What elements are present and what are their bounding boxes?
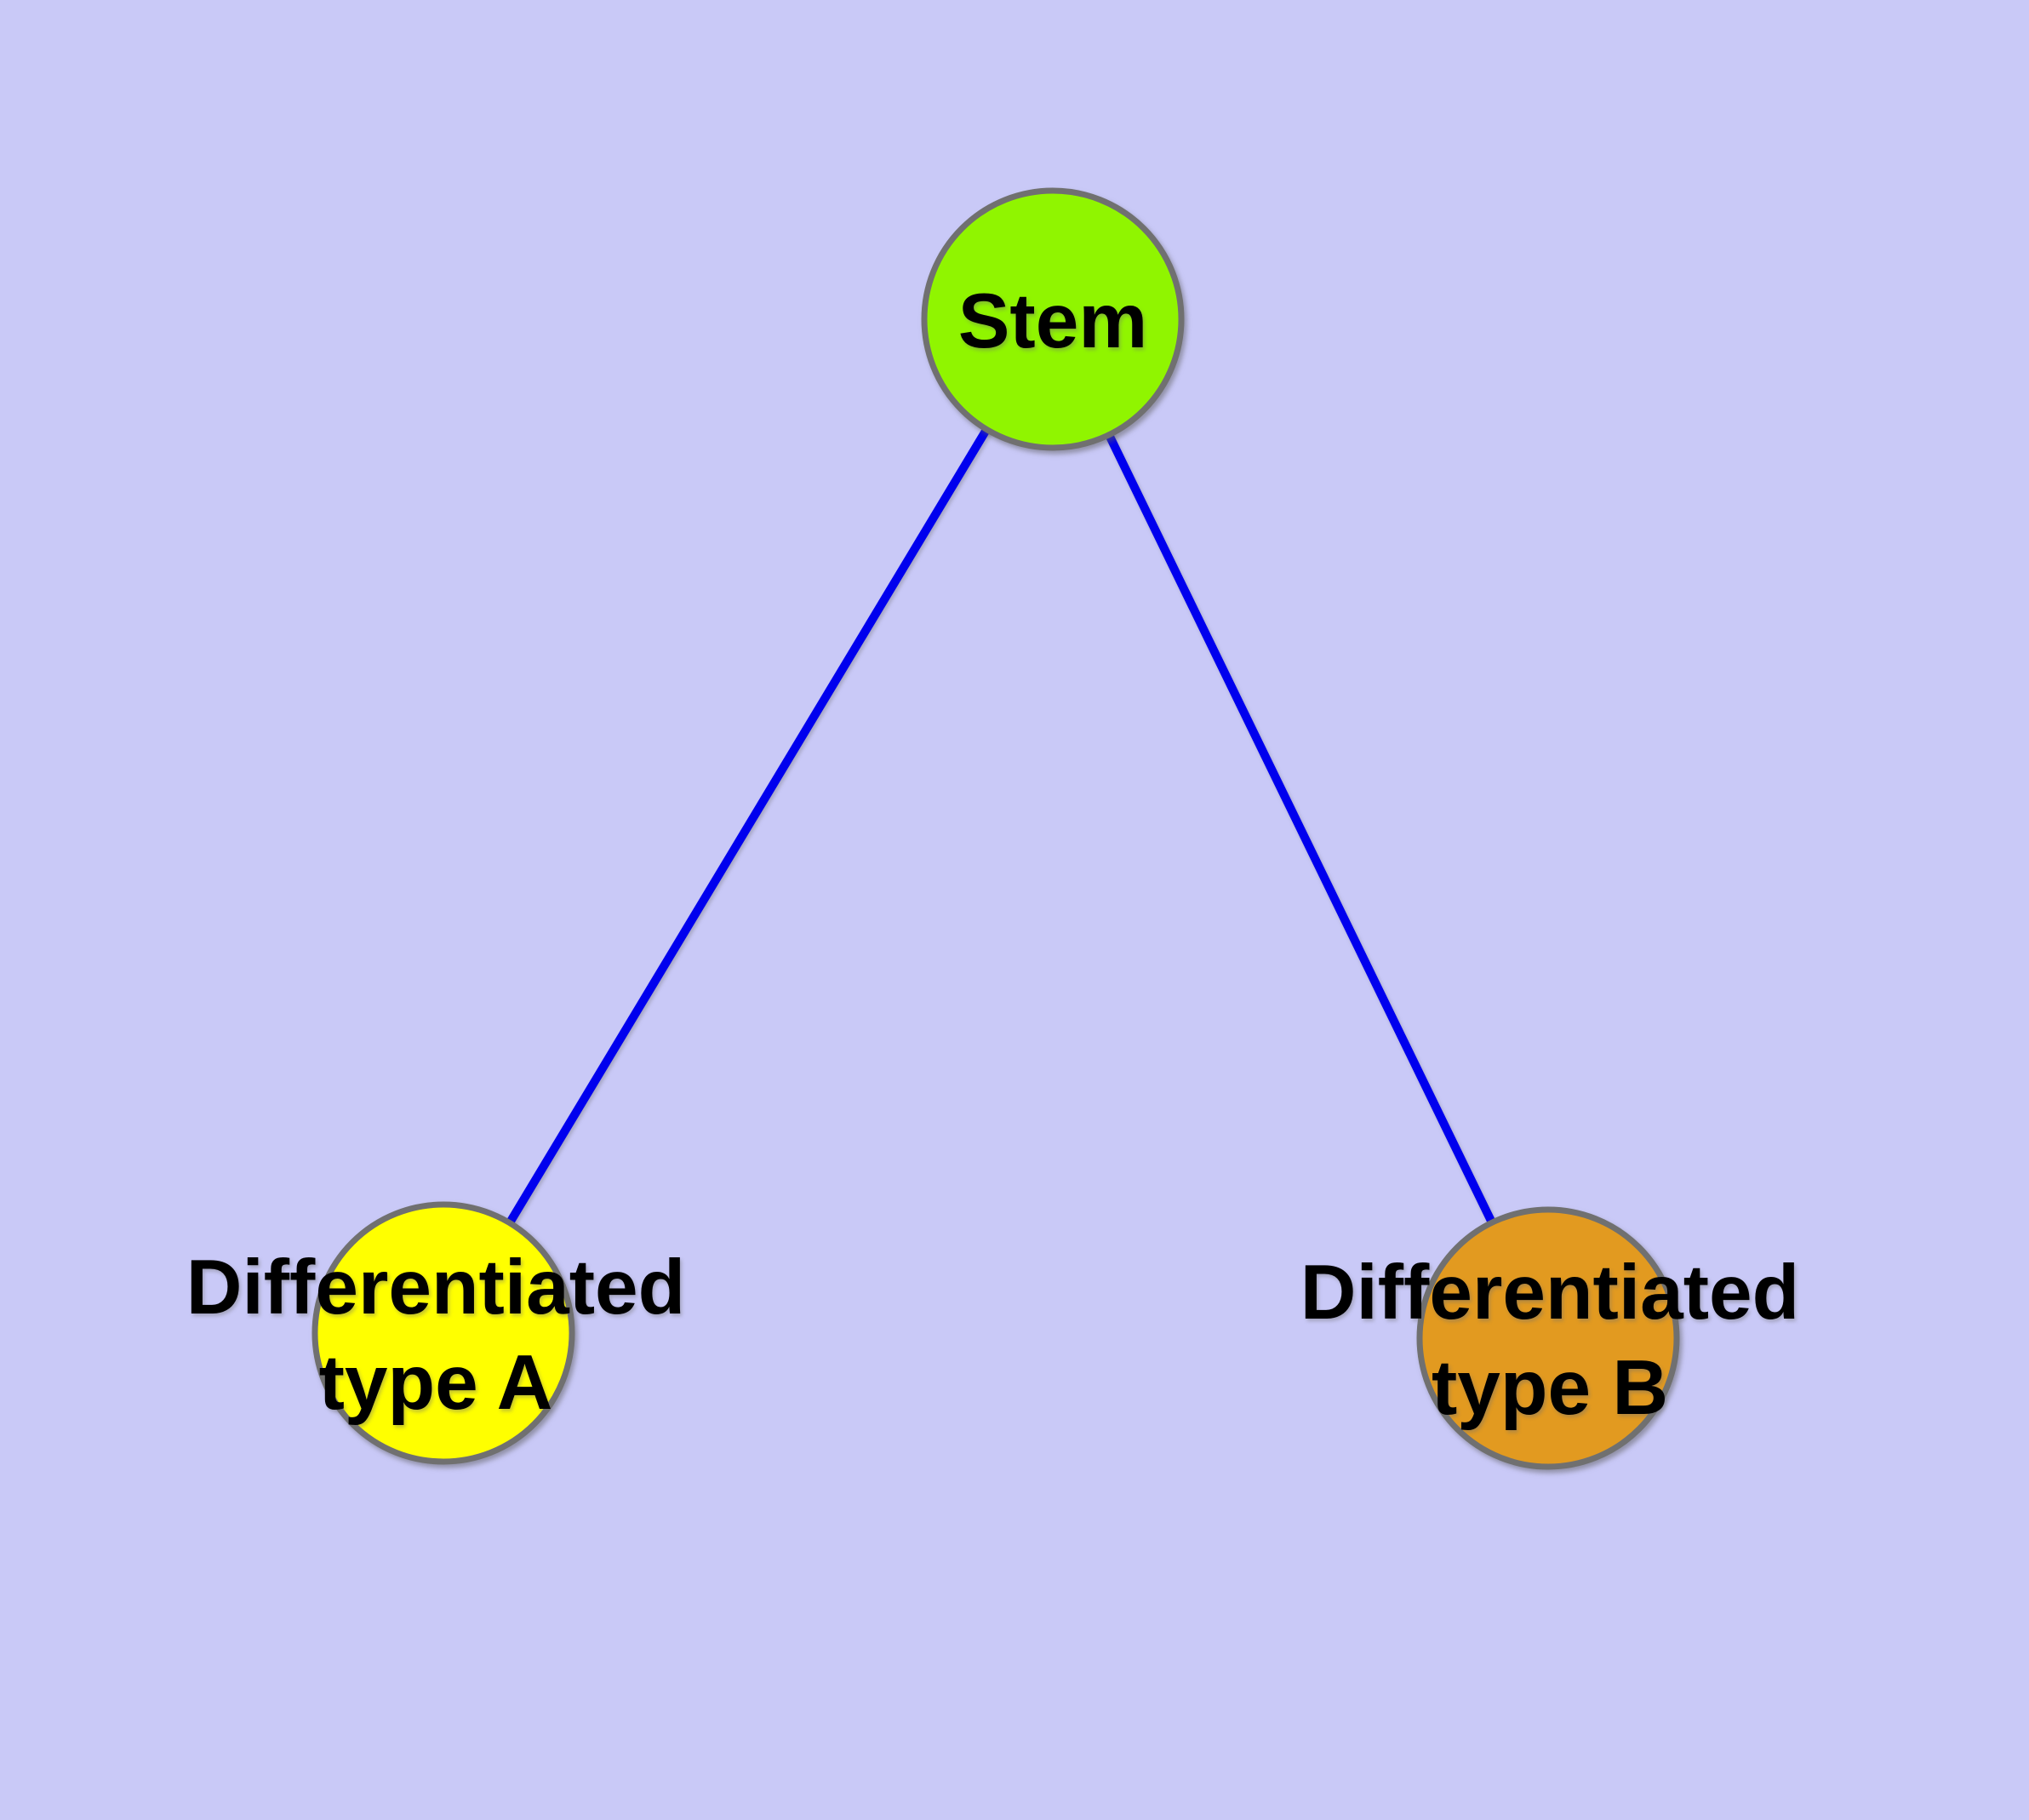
node-differentiated-type-a-circle	[311, 1201, 575, 1465]
node-differentiated-type-b-label-line1: Differentiated	[1300, 1250, 1800, 1336]
node-differentiated-type-b-circle	[1416, 1206, 1680, 1470]
node-differentiated-type-a-label-line1: Differentiated	[186, 1245, 686, 1331]
node-differentiated-type-b-label-line2: type B	[1432, 1345, 1668, 1431]
edge-stem-to-type-a	[439, 315, 1057, 1337]
edge-stem-to-type-b	[1049, 315, 1552, 1342]
node-differentiated-type-a-label-line2: type A	[319, 1340, 553, 1426]
node-stem-label: Stem	[958, 278, 1148, 364]
node-stem-circle	[921, 187, 1185, 451]
